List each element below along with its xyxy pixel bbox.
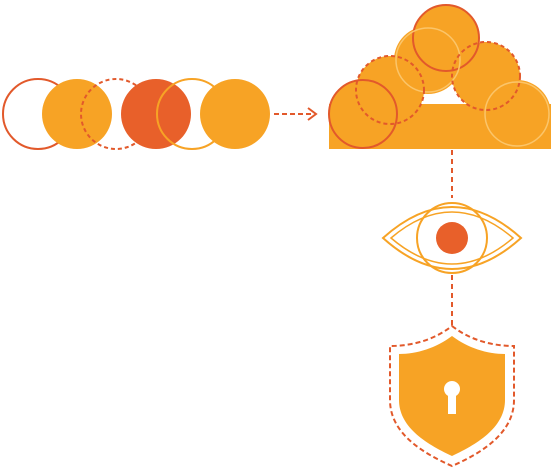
eye-icon: [381, 202, 523, 274]
cloud-upper-pale-outline: [395, 27, 461, 93]
cloud-top-outline: [412, 4, 480, 72]
shield-lock-icon: [389, 324, 515, 468]
filled-circle-6: [200, 79, 270, 149]
cloud-icon: [328, 4, 551, 149]
cloud-far-right-pale-outline: [484, 81, 550, 147]
circle-sequence-icon: [2, 78, 270, 150]
eye-iris-outline: [416, 202, 488, 274]
cloud-right-dashed-outline: [451, 41, 521, 111]
eye-inner-outline: [389, 211, 515, 265]
eye-outer-outline: [381, 206, 523, 270]
filled-circle-2: [42, 79, 112, 149]
shield-dashed-outline: [389, 324, 515, 468]
arrow-head: [307, 107, 318, 121]
dashed-arrow-icon: [274, 107, 318, 121]
cloud-left-outline: [328, 79, 398, 149]
cloud-base: [329, 104, 551, 149]
eye-pupil: [436, 222, 468, 254]
cloud-mid-dashed-outline: [355, 55, 425, 125]
keyhole-stem: [448, 390, 456, 414]
